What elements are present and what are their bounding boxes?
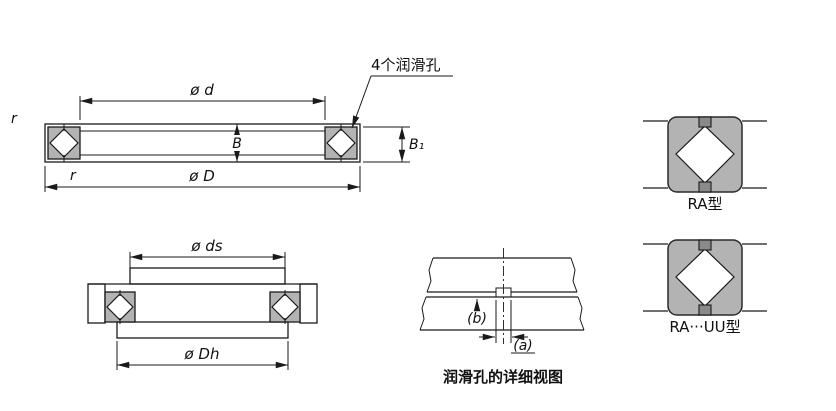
dim-d-extension-lines (79, 96, 326, 120)
dim-Dh-label: ø Dh (183, 345, 219, 363)
dim-B-label: B (232, 136, 242, 152)
ra-top-plug (698, 116, 712, 128)
dimension-housing-abutment: ø Dh (116, 341, 289, 370)
ra-bottom-plug (698, 181, 712, 193)
ra-uu-type-label: RA···UU型 (669, 318, 740, 336)
radius-label-top: r (11, 111, 18, 127)
dim-B1-label: B₁ (409, 137, 424, 153)
detail-view-caption: 润滑孔的详细视图 (443, 368, 563, 386)
dim-b-label: (b) (467, 311, 487, 327)
dim-B1-extension-lines (363, 126, 410, 163)
upper-band-left-break-line (426, 257, 434, 293)
bottom-flange-plate (116, 321, 289, 339)
ra-uu-shaft-lines (643, 243, 767, 312)
ra-type-symbol: RA型 (643, 116, 767, 213)
lower-ring-band (419, 296, 585, 331)
dim-a-extension-lines (495, 300, 512, 343)
radius-label-bottom: r (70, 168, 77, 184)
dim-a-label: (a) (513, 338, 533, 354)
bearing-ring-outline (44, 123, 361, 163)
inner-ring-top-bar (129, 267, 286, 285)
dim-d-label: ø d (189, 81, 214, 99)
ra-shaft-lines (643, 120, 767, 189)
lube-holes-leader-line (351, 75, 372, 129)
right-step-block (299, 283, 318, 324)
dim-ds-label: ø ds (190, 237, 222, 255)
dimension-a: (a) (479, 300, 535, 354)
ra-type-label: RA型 (687, 195, 722, 213)
left-roller-section (47, 124, 81, 162)
lubrication-hole-detail-view: (b) (a) 润滑孔的详细视图 (419, 248, 585, 386)
left-step-block (87, 283, 106, 324)
ra-uu-bottom-seal (698, 304, 712, 316)
lower-band-left-break-line (419, 296, 427, 331)
ring-inner-edges (80, 130, 325, 156)
mounting-right-roller-section (269, 290, 301, 324)
ra-uu-top-seal (698, 239, 712, 251)
dimension-outer-diameter: ø D (44, 166, 361, 192)
dimension-width-b1: B₁ (363, 126, 424, 163)
lube-holes-annotation: 4个润滑孔 (351, 56, 453, 129)
dim-D-extension-lines (44, 166, 361, 192)
lower-band-right-break-line (577, 296, 585, 331)
bearing-type-legend: RA型 RA···UU型 (643, 116, 767, 336)
dimension-b: (b) (467, 299, 487, 327)
dim-ds-extension-lines (129, 252, 286, 268)
ra-uu-type-symbol: RA···UU型 (643, 239, 767, 336)
lube-holes-label: 4个润滑孔 (371, 56, 441, 74)
mounting-left-roller-section (104, 290, 136, 324)
main-section-view: 4个润滑孔 ø d ø D B B₁ r r (11, 56, 453, 192)
dimension-width-b: B (228, 124, 246, 162)
mounting-section-view: ø ds ø Dh (87, 237, 318, 370)
dimension-shaft-abutment: ø ds (129, 237, 286, 268)
dim-B-label-mask (228, 135, 246, 151)
dimension-inner-diameter: ø d (79, 81, 326, 120)
upper-ring-band (426, 257, 578, 293)
upper-band-right-break-line (570, 257, 578, 293)
right-roller-section (324, 124, 358, 162)
dim-D-label: ø D (188, 167, 215, 185)
